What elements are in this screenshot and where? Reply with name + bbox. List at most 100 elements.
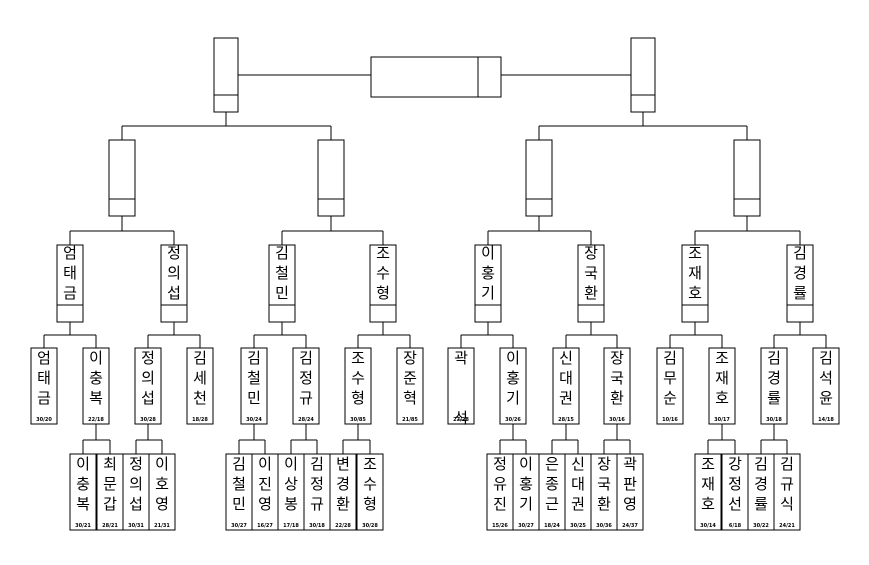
r32-slot-1-frame — [69, 453, 97, 531]
quarterfinalist-1: 엄태금엄태금 — [56, 244, 84, 323]
r16-slot-13-name-char: 무 — [663, 369, 677, 387]
r32-slot-17-name-char: 재 — [701, 475, 715, 493]
r16-slot-15: 김경률김경률30/18 — [760, 347, 788, 425]
semifinalist-3 — [525, 139, 553, 217]
r16-slot-14-name-char: 조 — [715, 349, 729, 367]
r16-slot-7: 조수형조수형30/85 — [344, 347, 372, 425]
r16-slot-14-name-char: 재 — [715, 369, 729, 387]
r32-slot-20-name-char: 식 — [780, 495, 794, 513]
r16-slot-8: 장준혁장준혁21/85 — [396, 347, 424, 425]
r32-slot-5-score: 30/27 — [231, 523, 247, 529]
r32-slot-19-name-char: 률 — [754, 495, 768, 513]
r16-slot-8-score: 21/85 — [402, 417, 418, 423]
semifinalist-2-frame — [317, 139, 345, 217]
r32-slot-10: 조수형조수형30/28 — [356, 453, 384, 531]
quarterfinalist-5: 이홍기이홍기 — [474, 244, 502, 323]
r32-slot-1-name-char: 이 — [76, 455, 90, 473]
r32-slot-18: 강정선강정선6/18 — [721, 453, 749, 531]
r16-slot-9-name-char: 곽 — [454, 349, 468, 367]
quarterfinalist-7-name-char: 재 — [688, 264, 702, 282]
r16-slot-3-score: 30/28 — [140, 417, 156, 423]
r32-slot-3-name-char: 섭 — [129, 495, 143, 513]
r32-slot-14-score: 30/25 — [570, 523, 586, 529]
r32-slot-5-name-char: 김 — [232, 455, 246, 473]
r32-slot-19-name-char: 김 — [754, 455, 768, 473]
quarterfinalist-5-name-char: 이 — [481, 244, 495, 262]
r32-slot-1-name-char: 복 — [76, 495, 90, 513]
r32-slot-11-name-char: 진 — [493, 495, 507, 513]
r16-slot-12: 장국환장국환30/16 — [603, 347, 631, 425]
r16-slot-2-name-char: 충 — [89, 369, 103, 387]
r16-slot-4-frame — [186, 347, 214, 425]
r32-slot-10-name-char: 조 — [363, 455, 377, 473]
r32-slot-18-name-char: 정 — [728, 475, 742, 493]
r16-slot-4: 김세천김세천18/28 — [186, 347, 214, 425]
r16-slot-11: 신대권신대권28/15 — [552, 347, 580, 425]
r32-slot-3-name-char: 정 — [129, 455, 143, 473]
r16-slot-8-frame — [396, 347, 424, 425]
r32-slot-16-name-char: 곽 — [623, 455, 637, 473]
semifinalist-3-frame — [525, 139, 553, 217]
quarterfinalist-7-frame — [681, 244, 709, 323]
quarterfinalist-8-name-char: 김 — [793, 244, 807, 262]
r32-slot-5: 김철민김철민30/27 — [225, 453, 253, 531]
r16-slot-11-name-char: 권 — [559, 389, 573, 407]
r32-slot-7-name-char: 봉 — [284, 495, 298, 513]
r32-slot-2: 최문갑최문갑28/21 — [96, 453, 124, 531]
r32-slot-4-name-char: 영 — [155, 495, 169, 513]
r32-slot-12-name-char: 이 — [519, 455, 533, 473]
r16-slot-10-score: 30/26 — [505, 417, 521, 423]
r32-slot-7: 이상봉이상봉17/18 — [277, 453, 305, 531]
quarterfinalist-7: 조재호조재호 — [681, 244, 709, 323]
quarterfinalist-6-name-char: 장 — [584, 244, 598, 262]
r32-slot-14: 신대권신대권30/25 — [564, 453, 592, 531]
r16-slot-10-name-char: 이 — [506, 349, 520, 367]
r16-slot-2: 이충복이충복22/18 — [82, 347, 110, 425]
r16-slot-16-score: 14/18 — [818, 417, 834, 423]
r32-slot-10-name-char: 수 — [363, 475, 377, 493]
r16-slot-8-name-char: 준 — [403, 369, 417, 387]
r16-slot-3-name-char: 정 — [141, 349, 155, 367]
r32-slot-16: 곽판영곽판영24/37 — [616, 453, 644, 531]
quarterfinalist-4-name-char: 조 — [376, 244, 390, 262]
r32-slot-11-name-char: 유 — [493, 475, 507, 493]
r32-slot-18-name-char: 강 — [728, 455, 742, 473]
r32-slot-13-frame — [538, 453, 566, 531]
r16-slot-12-frame — [603, 347, 631, 425]
r32-slot-1-name-char: 충 — [76, 475, 90, 493]
r16-slot-16-name-char: 석 — [819, 369, 833, 387]
semifinalist-1 — [108, 139, 136, 217]
quarterfinalist-4-name-char: 수 — [376, 264, 390, 282]
r16-slot-4-name-char: 세 — [193, 369, 207, 387]
r32-slot-5-name-char: 철 — [232, 475, 246, 493]
r16-slot-11-name-char: 대 — [559, 369, 573, 387]
r16-slot-3: 정의섭정의섭30/28 — [134, 347, 162, 425]
r16-slot-14-score: 30/17 — [714, 417, 730, 423]
quarterfinalist-3-name-char: 김 — [275, 244, 289, 262]
semifinalist-1-frame — [108, 139, 136, 217]
r16-slot-15-name-char: 김 — [767, 349, 781, 367]
r32-slot-19-name-char: 경 — [754, 475, 768, 493]
quarterfinalist-3-name-char: 철 — [275, 264, 289, 282]
r32-slot-8-name-char: 규 — [310, 495, 324, 513]
r32-slot-7-name-char: 상 — [284, 475, 298, 493]
quarterfinalist-7-name-char: 조 — [688, 244, 702, 262]
r16-slot-3-name-char: 섭 — [141, 389, 155, 407]
r32-slot-12-name-char: 기 — [519, 495, 533, 513]
r16-slot-13-score: 10/16 — [662, 417, 678, 423]
r32-slot-16-name-char: 판 — [623, 475, 637, 493]
r16-slot-13-frame — [656, 347, 684, 425]
r16-slot-4-name-char: 김 — [193, 349, 207, 367]
quarterfinalist-5-name-char: 홍 — [481, 264, 495, 282]
r16-slot-1-name-char: 금 — [37, 389, 51, 407]
r16-slot-6-name-char: 김 — [299, 349, 313, 367]
r16-slot-9-frame — [447, 347, 475, 425]
r32-slot-4-frame — [148, 453, 176, 531]
r32-slot-14-name-char: 신 — [571, 455, 585, 473]
quarterfinalist-2: 정의섭정의섭 — [160, 244, 188, 323]
r16-slot-6-score: 28/24 — [298, 417, 314, 423]
quarterfinalist-4-name-char: 형 — [376, 284, 390, 302]
r16-slot-1-score: 30/20 — [36, 417, 52, 423]
r16-slot-13-name-char: 김 — [663, 349, 677, 367]
